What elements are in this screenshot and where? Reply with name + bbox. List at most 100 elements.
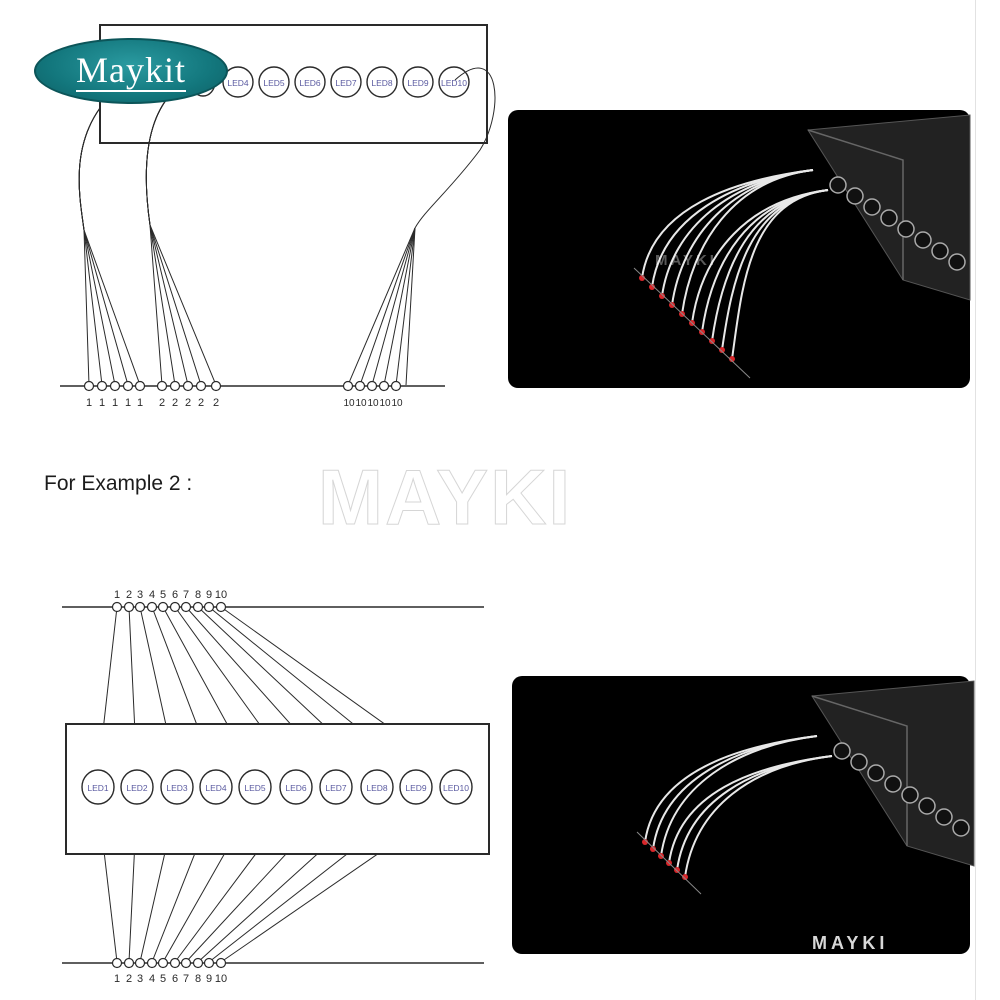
ex1-led-circle <box>294 66 326 98</box>
ex2-bottom-end <box>134 957 146 969</box>
illuminator-body <box>807 114 971 301</box>
ex2-top-end <box>111 601 123 613</box>
ex2-bottom-number: 4 <box>149 973 155 985</box>
ex2-led-label: LED6 <box>285 783 307 793</box>
ex1-fiber-end <box>366 380 378 392</box>
ex1-fiber-group2 <box>145 94 217 386</box>
ex1-end-label: 2 <box>172 397 178 409</box>
ex2-led-circle <box>238 769 272 805</box>
maykit-logo: Maykit <box>34 38 228 104</box>
fiber-tip <box>669 302 675 308</box>
ex1-fiber-group10 <box>347 227 416 386</box>
ex2-top-end <box>215 601 227 613</box>
illuminator-port <box>952 819 970 837</box>
illuminator-port <box>880 209 898 227</box>
ex1-end-label: 1 <box>86 397 92 409</box>
ex2-bottom-end <box>123 957 135 969</box>
illuminator-port <box>833 742 851 760</box>
fiber-tip <box>659 293 665 299</box>
ex2-led-label: LED4 <box>205 783 227 793</box>
ex1-end-label: 10 <box>355 398 367 409</box>
logo-text: Maykit <box>76 50 186 90</box>
ex1-fiber-group2 <box>145 94 202 386</box>
ex1-end-label: 2 <box>198 397 204 409</box>
ex2-led-circle <box>319 769 353 805</box>
ex1-fiber-group1 <box>78 107 141 386</box>
ex2-top-number: 10 <box>215 589 227 601</box>
ex1-end-label: 10 <box>379 398 391 409</box>
illuminator-port <box>931 242 949 260</box>
fiber-tip <box>658 853 664 859</box>
ex2-led-circle <box>81 769 115 805</box>
ex1-fiber-group1 <box>78 107 129 386</box>
fiber-strand <box>681 169 814 315</box>
ex1-led-label: LED4 <box>227 78 249 88</box>
illuminator-edge <box>811 695 908 846</box>
ex1-led-label: LED9 <box>407 78 429 88</box>
ex2-top-number: 7 <box>183 589 189 601</box>
fiber-tip <box>709 338 715 344</box>
illuminator-port <box>884 775 902 793</box>
ex2-bottom-end <box>157 957 169 969</box>
ex1-fiber-group2 <box>145 94 176 386</box>
ex1-photo <box>508 110 971 388</box>
ex2-top-end <box>203 601 215 613</box>
ex2-top-end <box>192 601 204 613</box>
ex2-top-end <box>157 601 169 613</box>
illuminator-port <box>829 176 847 194</box>
ex2-led-label: LED9 <box>405 783 427 793</box>
ex1-fiber-group10 <box>383 227 416 386</box>
ex2-top-end <box>169 601 181 613</box>
ex2-led-label: LED1 <box>87 783 109 793</box>
ex1-fiber-group10 <box>405 227 416 386</box>
ex1-fiber-end <box>182 380 194 392</box>
ex1-led-label: LED5 <box>263 78 285 88</box>
ex1-fiber-end <box>134 380 146 392</box>
fiber-tip <box>649 284 655 290</box>
illuminator-port <box>918 797 936 815</box>
ex2-led-label: LED7 <box>325 783 347 793</box>
example2-title: For Example 2 : <box>44 472 193 495</box>
ex1-fiber-end <box>354 380 366 392</box>
ex2-led-circle <box>160 769 194 805</box>
ex2-led-label: LED3 <box>166 783 188 793</box>
ex2-bottom-number: 10 <box>215 973 227 985</box>
fiber-tip <box>719 347 725 353</box>
page-right-rule <box>975 0 976 1000</box>
photo-watermark-top: MAYKI <box>655 252 717 269</box>
ex2-top-end <box>134 601 146 613</box>
ex1-led-label: LED6 <box>299 78 321 88</box>
illuminator-port <box>948 253 966 271</box>
illuminator-edge <box>807 129 904 280</box>
ex2-bottom-number: 2 <box>126 973 132 985</box>
mayki-watermark: MAYKI <box>317 453 573 542</box>
photo-watermark-bottom: MAYKI <box>812 933 889 953</box>
ex2-top-number: 6 <box>172 589 178 601</box>
ex1-fiber-end <box>122 380 134 392</box>
ex1-end-label: 1 <box>99 397 105 409</box>
ex1-fiber-end <box>83 380 95 392</box>
illuminator-port <box>914 231 932 249</box>
ex1-fiber-group10 <box>371 227 416 386</box>
ex2-bottom-end <box>203 957 215 969</box>
ex2-top-end <box>123 601 135 613</box>
ex2-bottom-end <box>146 957 158 969</box>
ex2-bottom-end <box>215 957 227 969</box>
ex2-bottom-number: 6 <box>172 973 178 985</box>
ex1-led-label: LED8 <box>371 78 393 88</box>
ex1-led-circle <box>222 66 254 98</box>
ex2-top-number: 9 <box>206 589 212 601</box>
ex2-bottom-number: 9 <box>206 973 212 985</box>
ex1-fiber-end <box>96 380 108 392</box>
illuminator-port <box>901 786 919 804</box>
fiber-strand <box>684 755 833 878</box>
ex1-fiber-end <box>342 380 354 392</box>
ex2-top-number: 5 <box>160 589 166 601</box>
ex1-fiber-group10 <box>395 227 416 386</box>
fiber-tip <box>642 839 648 845</box>
ex1-fiber-end <box>169 380 181 392</box>
